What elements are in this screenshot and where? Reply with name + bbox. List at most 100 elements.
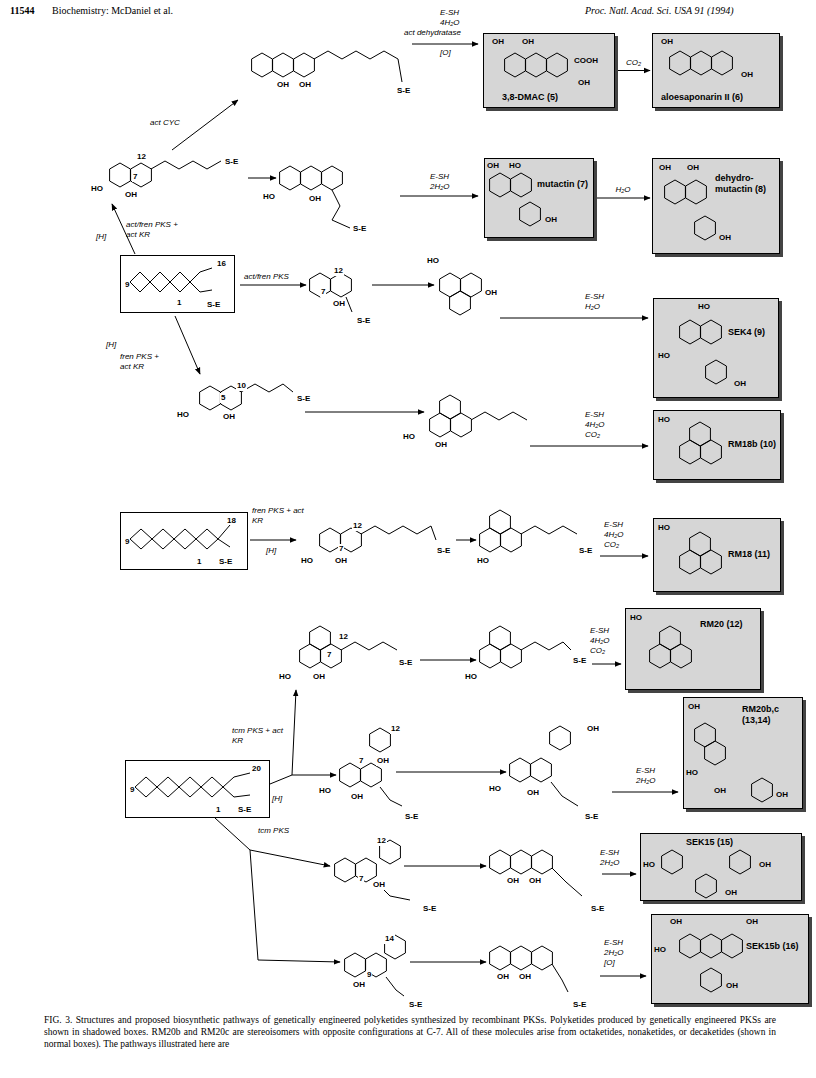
atom-label: 9 [125, 280, 129, 290]
atom-label: S-E [296, 394, 311, 404]
atom-label: OH [719, 233, 731, 243]
chain [552, 964, 568, 992]
ring [110, 163, 131, 187]
chain [332, 190, 350, 228]
atom-label: 9 [125, 537, 129, 547]
reaction-arrow [456, 540, 476, 541]
atom-label: 1 [197, 557, 201, 567]
chain [386, 977, 404, 996]
atom-label: 16 [217, 259, 226, 269]
atom-label: HO [658, 351, 670, 361]
ring [450, 291, 471, 315]
chain [471, 412, 527, 420]
product-box: OHOHdehydro- mutactin (8)OH [652, 158, 780, 254]
compound-name: RM20 (12) [700, 619, 743, 630]
chain [241, 384, 293, 392]
product-box: OHRM20b,c (13,14)HOOHOH [683, 697, 803, 809]
chain [341, 642, 397, 650]
atom-label: 7 [132, 172, 138, 182]
reaction-label: CO₂ [625, 58, 642, 68]
reagent-label: [H] [272, 794, 282, 804]
reaction-arrow [240, 285, 306, 286]
atom-label: OH [725, 888, 737, 898]
ring [252, 53, 273, 77]
figure-caption: FIG. 3. Structures and proposed biosynth… [44, 1014, 776, 1050]
page-number: 11544 [10, 6, 34, 16]
product-box: HOHOSEK4 (9)OH [653, 298, 779, 398]
reaction-arrows [112, 44, 678, 976]
atom-label: S-E [224, 157, 239, 167]
atom-label: OH [124, 190, 138, 200]
atom-label: OH [687, 163, 699, 173]
reagent-label: fren PKS + act KR [252, 506, 312, 526]
reagent-label: E-SH 4H₂O CO₂ [590, 626, 622, 656]
atom-label: HO [278, 672, 292, 682]
ring [440, 395, 461, 419]
atom-label: OH [222, 412, 236, 422]
atom-label: OH [726, 981, 738, 991]
ring [294, 53, 315, 77]
reaction-arrow [500, 318, 648, 319]
ring [511, 946, 532, 970]
ring [440, 273, 461, 297]
reaction-arrow [396, 772, 506, 773]
reaction-arrow [596, 198, 650, 199]
chain [521, 642, 571, 650]
ring [510, 758, 531, 782]
atom-label: OH [714, 786, 726, 796]
atom-label: 7 [338, 544, 344, 554]
atom-label: 1 [216, 805, 220, 815]
atom-label: COOH [574, 56, 598, 66]
atom-label: 7 [326, 650, 332, 660]
atom-label: S-E [436, 546, 451, 556]
atom-label: OH [518, 972, 532, 982]
atom-label: 12 [390, 724, 401, 734]
product-box: SEK15 (15)HOOHOH [640, 833, 802, 901]
atom-label: OH [376, 756, 390, 766]
atom-label: HO [509, 161, 521, 171]
atom-label: S-E [238, 805, 251, 815]
reaction-arrow [617, 70, 650, 71]
atom-label: OH [578, 78, 590, 88]
reaction-line [215, 818, 250, 850]
chain [130, 282, 212, 292]
atom-label: OH [276, 80, 290, 90]
ring [300, 644, 321, 668]
ring [310, 273, 331, 297]
atom-label: HO [686, 768, 698, 778]
reagent-label: E-SH H₂O [585, 292, 619, 312]
atom-label: HO [488, 784, 502, 794]
reagent-label: E-SH 2H₂O [430, 172, 464, 192]
atom-label: 12 [333, 266, 344, 276]
reaction-arrow [305, 412, 424, 413]
atom-label: HO [262, 192, 276, 202]
atom-label: 1 [177, 298, 181, 308]
atom-label: 18 [227, 516, 236, 526]
atom-label: OH [334, 556, 348, 566]
atom-label: OH [506, 876, 520, 886]
reaction-arrow [410, 962, 486, 963]
reaction-arrow [400, 196, 478, 197]
atom-label: 14 [384, 934, 395, 944]
atom-label: 7 [358, 756, 364, 766]
chain [135, 787, 250, 797]
atom-label: 20 [252, 764, 261, 774]
reaction-arrow [292, 690, 296, 775]
atom-label: HO [658, 523, 670, 533]
journal-name: Proc. Natl. Acad. Sci. USA 91 (1994) [585, 6, 734, 16]
reaction-arrow [250, 540, 296, 541]
atom-label: 9 [130, 785, 134, 795]
reagent-label: act/fren PKS + act KR [126, 220, 188, 240]
ring [361, 763, 382, 787]
product-box: HORM18b (10) [653, 410, 781, 480]
chain [130, 539, 230, 549]
chain [380, 787, 402, 806]
ring [511, 850, 532, 874]
polyketide-box: 20 9 1 S-E [125, 760, 270, 818]
chain [135, 773, 250, 787]
reaction-arrow [258, 960, 340, 962]
atom-label: OH [298, 80, 312, 90]
reaction-arrow [292, 775, 336, 776]
compound-name: RM20b,c (13,14) [742, 704, 800, 726]
reagent-label: [H] [266, 546, 276, 556]
